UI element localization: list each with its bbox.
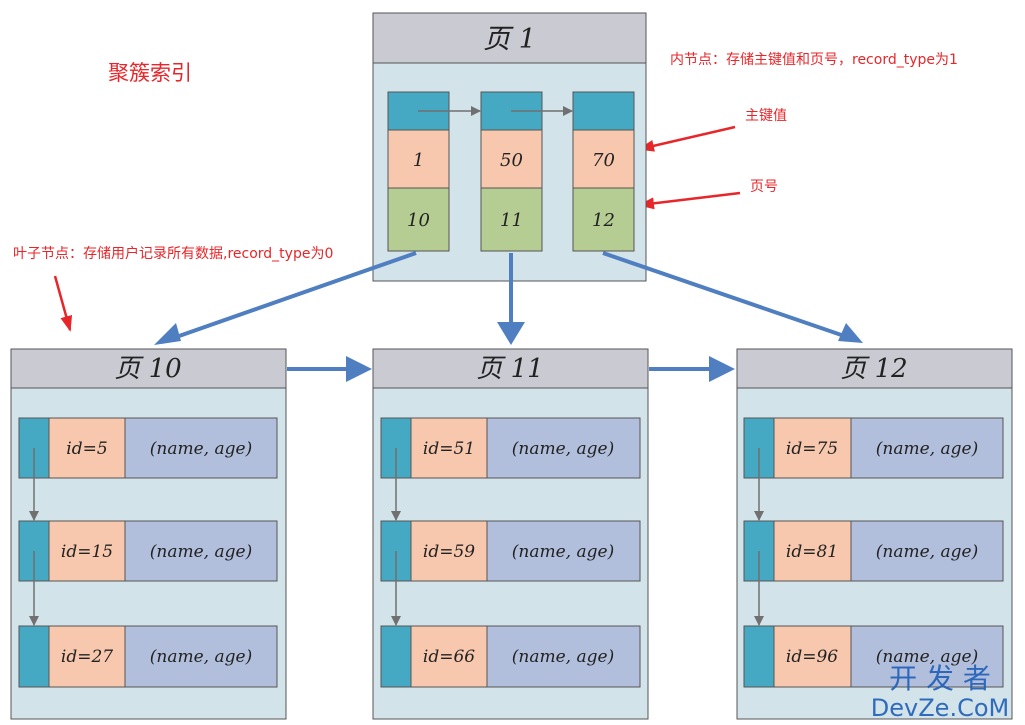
leaf-record: id=15 (name, age) bbox=[18, 520, 278, 582]
leaf-node-arrow bbox=[53, 275, 73, 332]
record-id: id=75 bbox=[786, 439, 838, 459]
record-data: (name, age) bbox=[876, 542, 978, 562]
record-data-cell bbox=[850, 417, 1004, 479]
record-data-cell bbox=[124, 520, 278, 582]
entry-page: 11 bbox=[500, 210, 523, 231]
record-id: id=59 bbox=[423, 542, 475, 562]
record-id: id=15 bbox=[61, 542, 113, 562]
watermark-cn: 开 发 者 bbox=[889, 662, 991, 695]
record-data: (name, age) bbox=[150, 647, 252, 667]
leaf-record: id=81 (name, age) bbox=[743, 520, 1004, 582]
leaf-record: id=5 (name, age) bbox=[18, 417, 278, 479]
leaf-page-10: 页 10 id=5 (name, age) id=15 (name, age) … bbox=[10, 348, 287, 720]
leaf-record: id=51 (name, age) bbox=[380, 417, 641, 479]
leaf-record: id=27 (name, age) bbox=[18, 625, 278, 688]
record-id-cell bbox=[48, 520, 126, 582]
record-id: id=5 bbox=[66, 439, 107, 459]
record-data: (name, age) bbox=[876, 647, 978, 667]
record-data-cell bbox=[486, 625, 641, 688]
record-id-cell bbox=[410, 417, 488, 479]
leaf-record: id=96 (name, age) bbox=[743, 625, 1004, 688]
record-data-cell bbox=[486, 417, 641, 479]
arrowhead bbox=[497, 322, 525, 345]
record-id: id=51 bbox=[423, 439, 475, 459]
leaf-record: id=75 (name, age) bbox=[743, 417, 1004, 479]
leaf-page-title: 页 10 bbox=[114, 354, 181, 384]
record-data-cell bbox=[850, 625, 1004, 688]
record-id-cell bbox=[773, 625, 852, 688]
arrowhead bbox=[154, 323, 181, 345]
page-no-cell bbox=[572, 187, 635, 252]
record-pointer-cell bbox=[18, 625, 50, 688]
record-data: (name, age) bbox=[876, 439, 978, 459]
arrowhead bbox=[346, 356, 372, 382]
record-data-cell bbox=[124, 417, 278, 479]
entry-page: 12 bbox=[592, 210, 615, 231]
leaf-page-title: 页 11 bbox=[476, 354, 543, 384]
record-id: id=81 bbox=[786, 542, 838, 562]
leaf-page-title: 页 12 bbox=[840, 354, 907, 384]
leaf-record: id=66 (name, age) bbox=[380, 625, 641, 688]
leaf-node-annotation: 叶子节点：存储用户记录所有数据,record_type为0 bbox=[13, 245, 333, 262]
record-id: id=96 bbox=[786, 647, 838, 667]
record-id-cell bbox=[773, 520, 852, 582]
page-no-cell bbox=[480, 187, 543, 252]
page-number-annotation: 页号 bbox=[750, 179, 778, 195]
root-entry: 70 12 bbox=[572, 91, 635, 252]
page-number-arrow bbox=[638, 191, 741, 210]
record-data-cell bbox=[850, 520, 1004, 582]
leaf-page-11: 页 11 id=51 (name, age) id=59 (name, age)… bbox=[372, 348, 649, 720]
leaf-page-header bbox=[736, 348, 1013, 389]
entry-key: 50 bbox=[500, 150, 523, 171]
page-no-cell bbox=[387, 187, 450, 252]
record-id-cell bbox=[410, 625, 488, 688]
arrowhead bbox=[709, 356, 735, 382]
arrowhead bbox=[838, 323, 863, 343]
watermark-en: DevZe.CoM bbox=[871, 694, 1009, 722]
root-page: 页 1 1 10 50 11 70 12 bbox=[372, 12, 647, 282]
record-data: (name, age) bbox=[512, 439, 614, 459]
entry-key: 70 bbox=[592, 150, 615, 171]
root-to-page12-arrow bbox=[602, 251, 854, 341]
record-data: (name, age) bbox=[512, 542, 614, 562]
record-pointer-cell bbox=[380, 625, 412, 688]
primary-key-arrow bbox=[638, 125, 736, 152]
record-data: (name, age) bbox=[150, 542, 252, 562]
record-id-cell bbox=[48, 625, 126, 688]
entry-page: 10 bbox=[407, 210, 430, 231]
record-data-cell bbox=[124, 625, 278, 688]
leaf-page-12: 页 12 id=75 (name, age) id=81 (name, age)… bbox=[736, 348, 1013, 720]
pointer-cell bbox=[572, 91, 635, 131]
leaf-record: id=59 (name, age) bbox=[380, 520, 641, 582]
diagram-title: 聚簇索引 bbox=[108, 61, 192, 85]
entry-key: 1 bbox=[413, 150, 424, 171]
record-id: id=27 bbox=[61, 647, 113, 667]
root-entry: 50 11 bbox=[480, 91, 543, 252]
root-page-header bbox=[372, 12, 647, 64]
root-page-title: 页 1 bbox=[483, 24, 536, 55]
primary-key-annotation: 主键值 bbox=[745, 108, 787, 124]
key-cell bbox=[387, 129, 450, 189]
leaf-page-header bbox=[10, 348, 287, 389]
record-data: (name, age) bbox=[150, 439, 252, 459]
root-to-page10-arrow bbox=[161, 251, 417, 344]
leaf-page-header bbox=[372, 348, 649, 389]
internal-node-annotation: 内节点：存储主键值和页号，record_type为1 bbox=[670, 52, 958, 68]
record-data: (name, age) bbox=[512, 647, 614, 667]
record-id: id=66 bbox=[423, 647, 475, 667]
record-pointer-cell bbox=[743, 625, 775, 688]
record-data-cell bbox=[486, 520, 641, 582]
root-entry: 1 10 bbox=[387, 91, 450, 252]
